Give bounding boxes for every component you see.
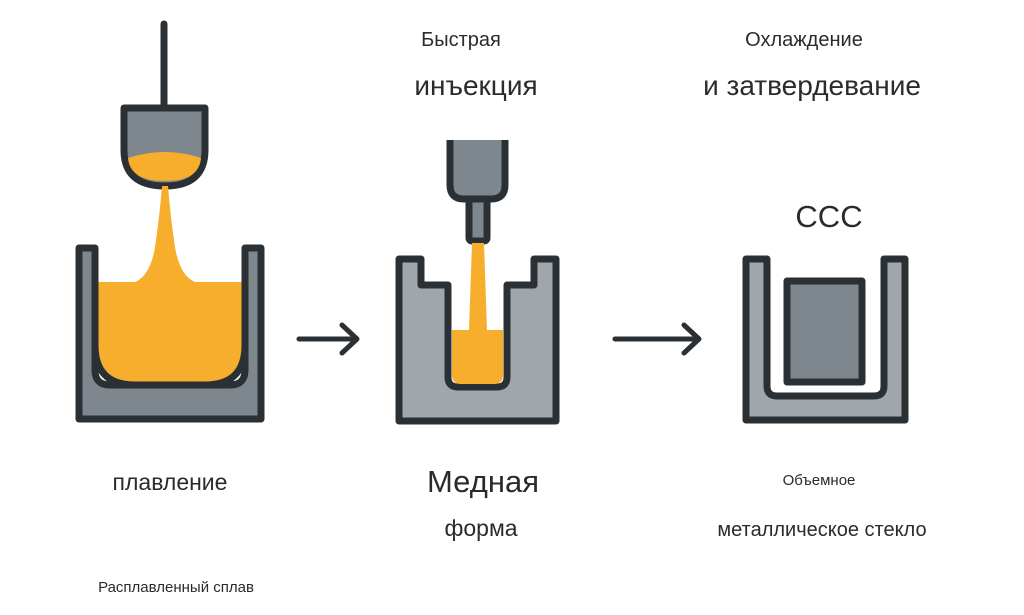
step3-badge: ССС [795, 199, 863, 234]
step1-caption: плавление [112, 469, 228, 495]
step2-title-line2: инъекция [414, 70, 538, 101]
step2-caption-line1: Медная [427, 464, 539, 499]
step3-title-line2: и затвердевание [703, 70, 921, 101]
step3-caption-line2: металлическое стекло [717, 519, 927, 541]
ladle-icon [120, 20, 209, 190]
arrow-right-icon [612, 322, 702, 356]
mold-icon [742, 255, 909, 424]
step2-title-line1: Быстрая [421, 29, 501, 51]
step1-sublabel: Расплавленный сплав [98, 579, 254, 596]
arrow-right-icon [296, 322, 360, 356]
step3-caption-line1: Объемное [782, 472, 856, 489]
step3-title-line1: Охлаждение [745, 29, 863, 51]
solid-ingot-icon [783, 277, 866, 386]
step2-caption-line2: форма [444, 515, 518, 541]
crucible-icon [75, 186, 265, 423]
copper-mold-icon [395, 243, 560, 425]
nozzle-icon [446, 140, 509, 245]
